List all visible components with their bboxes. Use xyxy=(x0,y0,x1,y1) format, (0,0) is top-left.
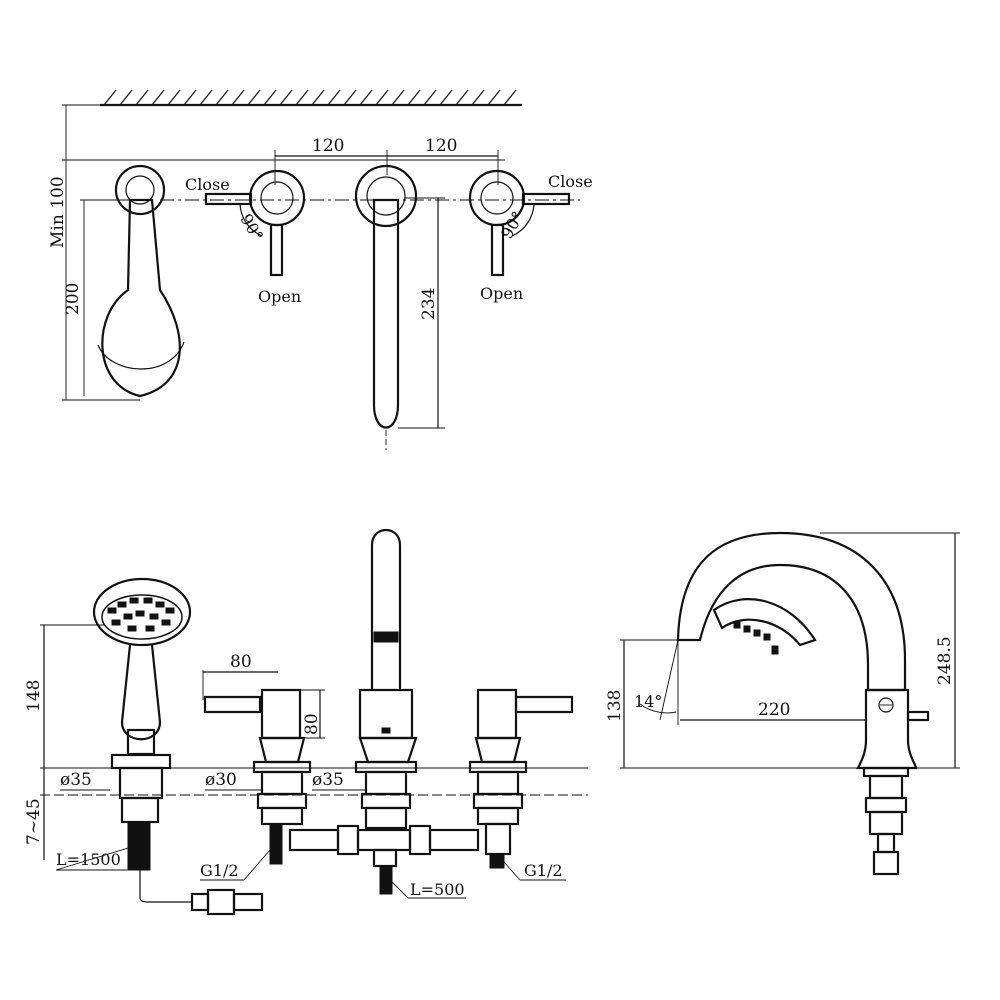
dim-handshower-height-front: 148 xyxy=(24,680,44,712)
left-valve-front: 80 80 ø30 G1/2 xyxy=(200,652,325,881)
dim-diameter-left: ø35 xyxy=(60,770,92,790)
wall-hatch xyxy=(100,89,522,107)
right-valve-front: G1/2 xyxy=(468,688,574,881)
dim-handshower-height-top: 200 xyxy=(63,283,83,315)
front-view: 148 7~45 xyxy=(24,529,588,916)
spout-top: 234 xyxy=(354,164,445,450)
handshower-front: L=1500 xyxy=(55,577,264,916)
side-view: 138 248.5 220 14° xyxy=(605,531,960,876)
dim-deck-thickness: 7~45 xyxy=(24,798,44,845)
dim-diameter-right: ø35 xyxy=(312,770,344,790)
dim-lever-height: 80 xyxy=(302,713,322,735)
right-handle-top: Close Open 90° xyxy=(468,169,593,303)
side-angle-label: 14° xyxy=(634,692,662,711)
dim-lever-length: 80 xyxy=(230,652,252,672)
left-angle-label: 90° xyxy=(237,211,268,245)
right-open-label: Open xyxy=(480,284,523,303)
dim-diameter-mid: ø30 xyxy=(205,770,237,790)
thread-left-label: G1/2 xyxy=(200,861,239,880)
dim-spacing-left: 120 xyxy=(312,136,344,156)
left-close-label: Close xyxy=(185,175,230,194)
handshower-top: 200 xyxy=(63,164,185,398)
top-view: Min 100 200 120 120 Close Open xyxy=(48,89,593,450)
dim-total-height: 248.5 xyxy=(935,636,955,685)
supply-hose-label: L=500 xyxy=(410,880,465,899)
left-open-label: Open xyxy=(258,287,301,306)
hose-length-label: L=1500 xyxy=(56,850,121,869)
right-close-label: Close xyxy=(548,172,593,191)
thread-right-label: G1/2 xyxy=(524,861,563,880)
dim-spacing-right: 120 xyxy=(425,136,457,156)
dim-reach: 220 xyxy=(758,700,790,720)
spout-front: ø35 L=500 xyxy=(288,529,480,899)
dim-spout-length: 234 xyxy=(419,288,439,320)
dim-spout-height-side: 138 xyxy=(605,690,625,722)
dim-min-wall: Min 100 xyxy=(48,176,68,248)
left-handle-top: Close Open 90° xyxy=(185,169,306,306)
